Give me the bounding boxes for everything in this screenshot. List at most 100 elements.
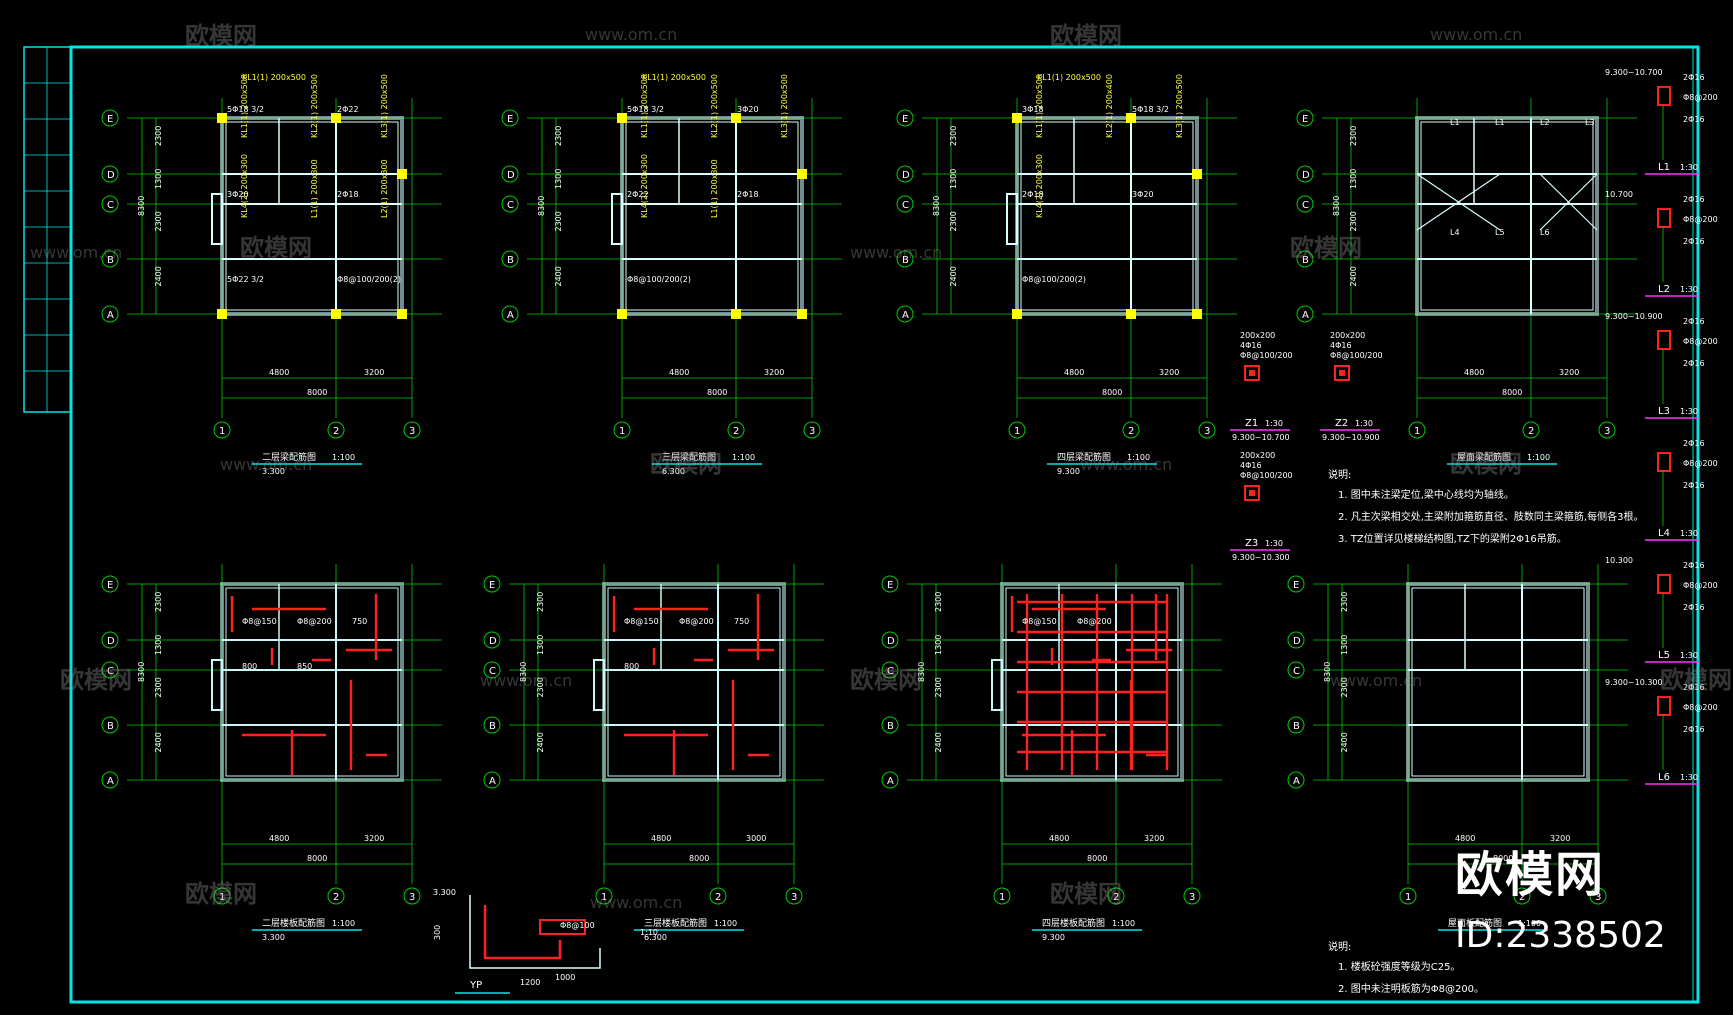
row-total-label: 8300	[137, 196, 146, 216]
col-total-label: 8000	[707, 388, 727, 397]
watermark-url: www.om.cn	[1080, 455, 1172, 474]
axis-label-B: B	[107, 721, 114, 732]
axis-label-E: E	[107, 114, 113, 125]
axis-label-A: A	[489, 776, 496, 787]
yp-dim: 300	[433, 925, 442, 940]
roof-beam-top: 2Φ16	[1683, 73, 1705, 82]
row-dim-label: 1300	[1349, 169, 1358, 189]
axis-bubble-B	[896, 250, 914, 268]
axis-label-2: 2	[733, 426, 739, 437]
axis-label-E: E	[902, 114, 908, 125]
axis-bubble-B	[101, 716, 119, 734]
axis-bubble-3	[1198, 421, 1216, 439]
watermark-url: www.om.cn	[850, 243, 942, 262]
watermark-brand: 欧模网	[185, 880, 257, 908]
structural-column	[1126, 113, 1136, 123]
axis-bubble-E	[483, 575, 501, 593]
column-scale: 1:30	[1355, 419, 1373, 428]
axis-bubble-2	[709, 887, 727, 905]
axis-label-B: B	[1302, 255, 1309, 266]
axis-bubble-D	[501, 165, 519, 183]
rebar-label: Φ8@200	[1077, 617, 1112, 626]
col-dim-label: 4800	[1064, 368, 1084, 377]
col-dim-label: 3200	[364, 368, 384, 377]
rebar-annotation: Φ8@100/200(2)	[627, 275, 691, 284]
roof-beam-top: 2Φ16	[1683, 317, 1705, 326]
rebar-label: Φ8@200	[679, 617, 714, 626]
structural-column	[1126, 309, 1136, 319]
axis-label-3: 3	[1204, 426, 1210, 437]
roof-beam-stirrup: Φ8@200	[1683, 93, 1718, 102]
axis-label-E: E	[489, 580, 495, 591]
yp-dim: 1000	[555, 973, 575, 982]
col-total-label: 8000	[307, 388, 327, 397]
axis-label-C: C	[107, 666, 114, 677]
column-size: 200x200	[1240, 451, 1275, 460]
beam-annotation: KL2(1) 200x500	[310, 74, 319, 138]
axis-label-C: C	[1302, 200, 1309, 211]
roof-beam-bottom: 2Φ16	[1683, 725, 1705, 734]
axis-label-D: D	[1302, 170, 1310, 181]
axis-bubble-E	[101, 109, 119, 127]
rebar-annotation: 5Φ22 3/2	[227, 275, 264, 284]
axis-label-2: 2	[1128, 426, 1134, 437]
column-core	[1249, 490, 1255, 496]
plan-title: 屋面梁配筋图	[1457, 451, 1511, 463]
yp-dim: 1200	[520, 978, 540, 987]
row-dim-label: 2400	[536, 732, 545, 752]
axis-bubble-C	[501, 195, 519, 213]
rebar-annotation: Φ8@100/200(2)	[1022, 275, 1086, 284]
column-label: Z2	[1335, 418, 1348, 429]
notes-line: 1. 楼板砼强度等级为C25。	[1338, 960, 1460, 973]
bay-bumpout	[211, 193, 223, 245]
row-dim-label: 2400	[1340, 732, 1349, 752]
roof-beam-label: L3	[1658, 406, 1670, 417]
axis-label-C: C	[902, 200, 909, 211]
roof-beam-top: 2Φ16	[1683, 439, 1705, 448]
axis-bubble-D	[101, 631, 119, 649]
rebar-annotation: 2Φ18	[1022, 190, 1044, 199]
column-range: 9.300~10.700	[1232, 433, 1290, 442]
roof-beam-scale: 1:30	[1680, 163, 1698, 172]
axis-label-3: 3	[809, 426, 815, 437]
col-total-label: 8000	[307, 854, 327, 863]
roof-beam-section	[1657, 330, 1671, 350]
watermark-url: www.om.cn	[220, 455, 312, 474]
row-dim-label: 2300	[536, 677, 545, 697]
sheet-border	[69, 45, 1700, 1004]
axis-label-C: C	[107, 200, 114, 211]
plan-outline	[1415, 116, 1599, 316]
column-label: Z1	[1245, 418, 1258, 429]
axis-label-C: C	[489, 666, 496, 677]
beam-annotation: KL3(1) 200x500	[1175, 74, 1184, 138]
axis-label-D: D	[489, 636, 497, 647]
roof-beam-bottom: 2Φ16	[1683, 237, 1705, 246]
axis-label-B: B	[887, 721, 894, 732]
axis-bubble-D	[1287, 631, 1305, 649]
plan-title: 四层楼板配筋图	[1042, 917, 1105, 929]
structural-column	[797, 169, 807, 179]
row-dim-label: 2300	[554, 126, 563, 146]
row-dim-label: 2400	[934, 732, 943, 752]
row-dim-label: 1300	[154, 169, 163, 189]
roof-beam-tag: L1	[1495, 118, 1505, 127]
watermark-brand: 欧模网	[650, 450, 722, 478]
row-dim-label: 2300	[1349, 211, 1358, 231]
axis-bubble-D	[881, 631, 899, 649]
beam-annotation-top: KL1(1) 200x500	[242, 73, 306, 82]
axis-bubble-D	[1296, 165, 1314, 183]
row-dim-label: 2300	[1340, 592, 1349, 612]
roof-beam-label: L1	[1658, 162, 1670, 173]
rebar-annotation: 5Φ18 3/2	[227, 105, 264, 114]
plan-title: 二层梁配筋图	[262, 451, 316, 463]
roof-beam-tag: L1	[1450, 118, 1460, 127]
axis-bubble-2	[327, 887, 345, 905]
rebar-label: 850	[297, 662, 312, 671]
axis-bubble-2	[1522, 421, 1540, 439]
watermark-brand: 欧模网	[1050, 22, 1122, 50]
structural-column	[217, 113, 227, 123]
col-dim-label: 3200	[764, 368, 784, 377]
col-dim-label: 3200	[1559, 368, 1579, 377]
structural-column	[397, 309, 407, 319]
